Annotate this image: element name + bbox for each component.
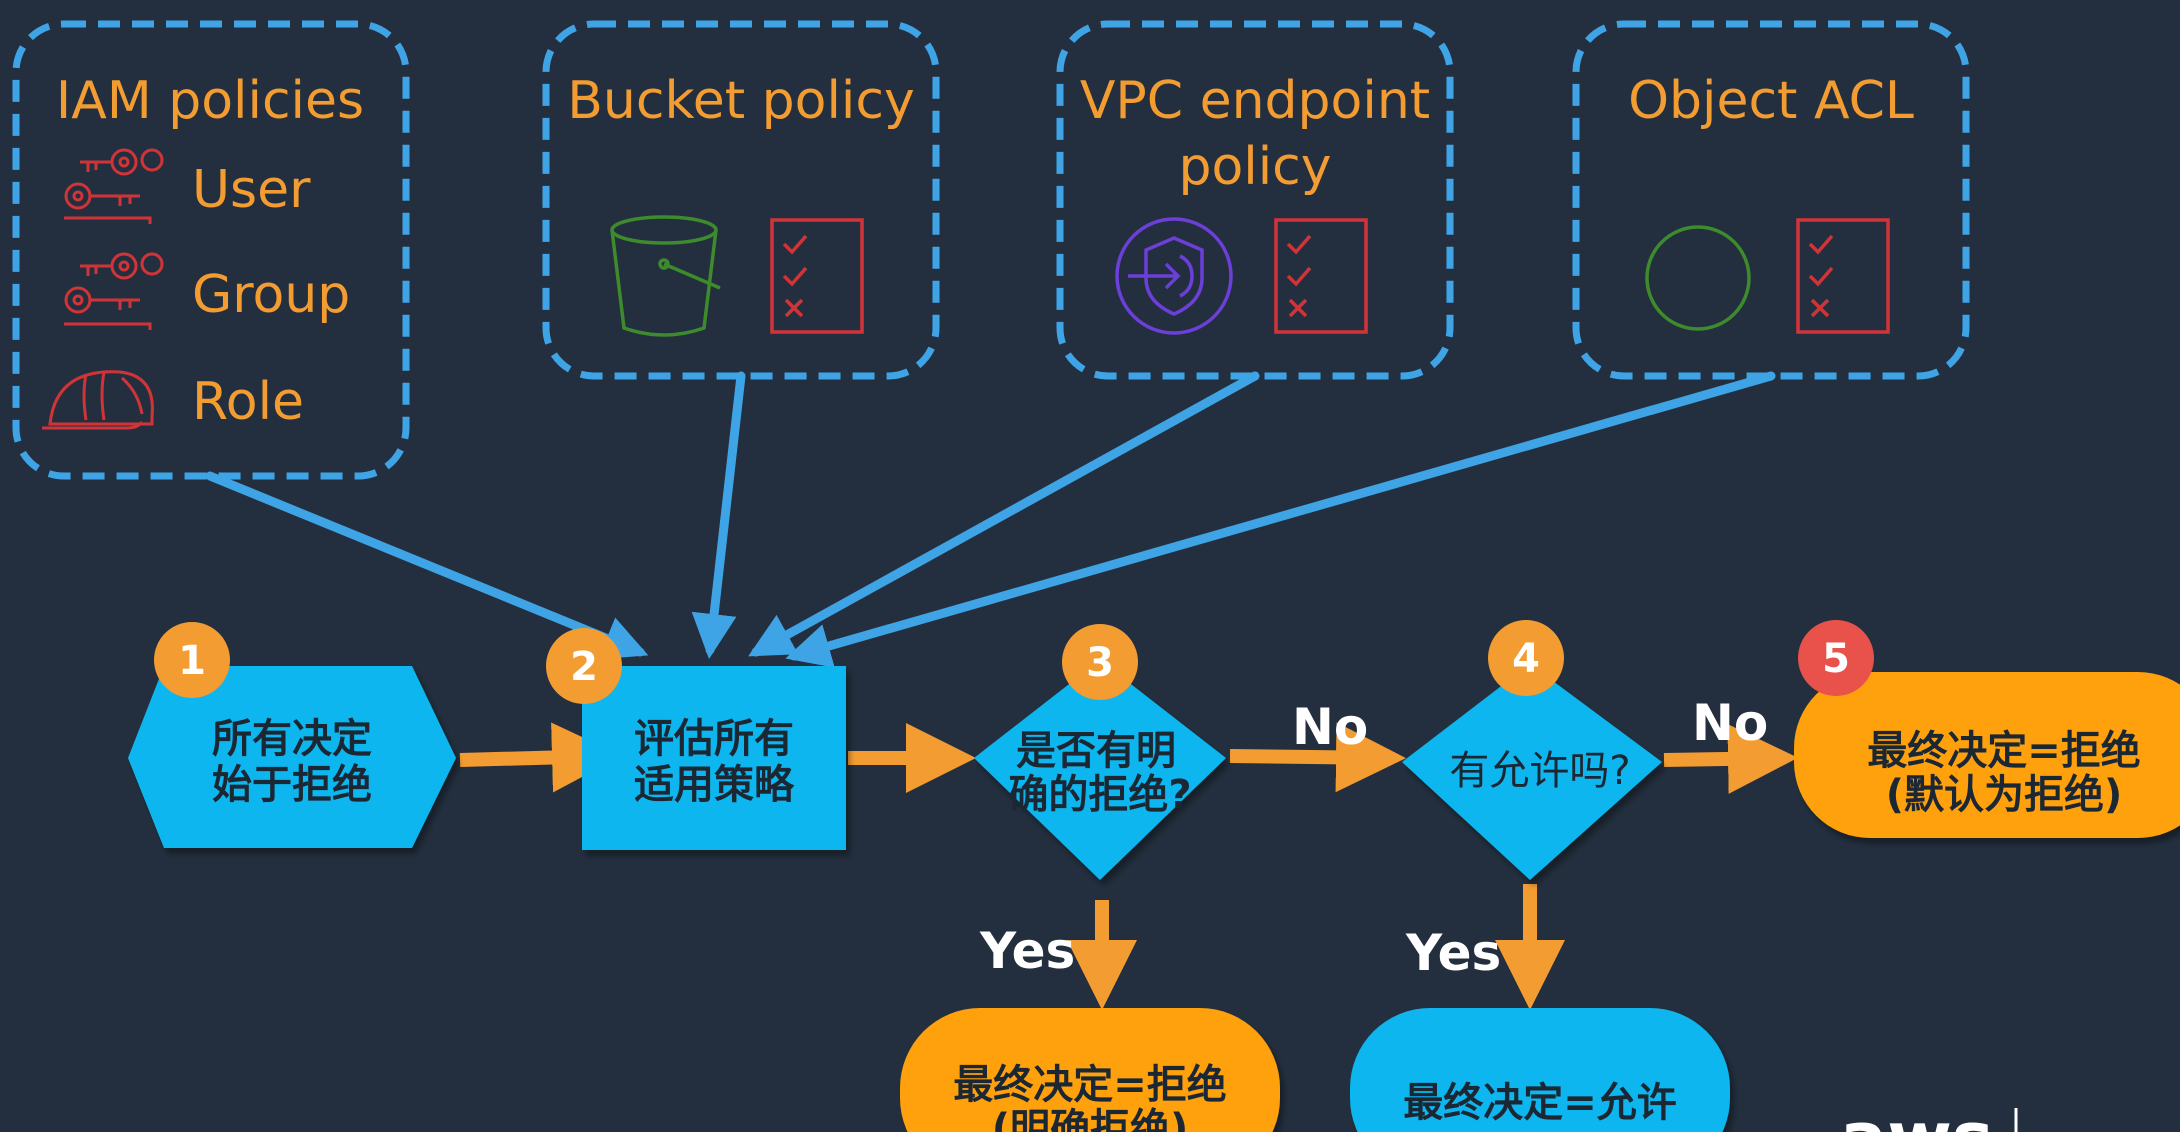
object-circle-icon	[1645, 225, 1751, 331]
explicit-deny-outcome-node: 最终决定=拒绝 (明确拒绝)	[900, 1008, 1280, 1132]
checklist-icon	[1796, 218, 1890, 334]
yes-label-step3: Yes	[979, 922, 1075, 980]
group-keys-icon	[64, 252, 164, 330]
object-acl-box: Object ACL	[1572, 20, 1970, 380]
bucket-policy-title: Bucket policy	[567, 71, 914, 131]
step2-badge: 2	[546, 628, 622, 704]
svg-text:1: 1	[178, 638, 206, 684]
step1-text-line2: 始于拒绝	[212, 762, 372, 808]
step3-text-line2: 确的拒绝?	[1008, 772, 1191, 818]
step5-badge: 5	[1798, 620, 1874, 696]
no-label-step4: No	[1692, 694, 1768, 752]
step1-start-node: 所有决定 始于拒绝	[128, 666, 456, 848]
step3-to-step4-arrow	[1229, 722, 1406, 793]
svg-text:3: 3	[1086, 640, 1114, 686]
step4-to-step5-arrow	[1663, 723, 1798, 794]
bucket-to-evaluate-arrow	[691, 371, 746, 659]
iam-role-label: Role	[192, 372, 304, 432]
user-keys-icon	[64, 148, 164, 224]
step5-default-deny-node: 最终决定=拒绝 (默认为拒绝)	[1794, 672, 2180, 838]
iam-policies-box: IAM policies User Group Role	[12, 20, 410, 480]
vpc-policy-title-line1: VPC endpoint	[1080, 71, 1430, 131]
explicit-deny-text-line1: 最终决定=拒绝	[953, 1062, 1227, 1108]
allow-outcome-text: 最终决定=允许	[1403, 1080, 1677, 1126]
step3-text-line1: 是否有明	[1016, 728, 1176, 774]
step4-text: 有允许吗?	[1449, 748, 1630, 794]
aws-logo: aws	[1840, 1097, 2018, 1132]
svg-text:4: 4	[1512, 636, 1540, 682]
allow-outcome-node: 最终决定=允许	[1350, 1008, 1730, 1132]
checklist-icon	[770, 218, 864, 334]
step4-allow-decision: 有允许吗?	[1402, 664, 1662, 880]
step1-badge: 1	[154, 622, 230, 698]
bucket-policy-box: Bucket policy	[542, 20, 940, 380]
role-helmet-icon	[42, 370, 154, 430]
vpc-policy-title-line2: policy	[1178, 137, 1331, 197]
step5-text-line2: (默认为拒绝)	[1886, 772, 2123, 818]
iam-user-label: User	[192, 160, 311, 220]
vpc-endpoint-icon	[1115, 217, 1233, 335]
flow-arrows	[459, 722, 1798, 1010]
svg-text:2: 2	[570, 644, 598, 690]
iam-group-label: Group	[192, 265, 350, 325]
step1-text-line1: 所有决定	[212, 716, 372, 762]
vpc-to-evaluate-arrow	[748, 371, 1260, 657]
step3-explicit-deny-decision: 是否有明 确的拒绝?	[974, 660, 1226, 880]
step3-badge: 3	[1062, 624, 1138, 700]
checklist-icon	[1274, 218, 1368, 334]
step2-text-line1: 评估所有	[634, 716, 794, 762]
explicit-deny-text-line2: (明确拒绝)	[992, 1106, 1189, 1132]
object-acl-title: Object ACL	[1628, 71, 1914, 131]
iam-to-evaluate-arrow	[205, 471, 649, 660]
step5-text-line1: 最终决定=拒绝	[1867, 728, 2141, 774]
iam-policies-title: IAM policies	[56, 71, 364, 131]
step4-badge: 4	[1488, 620, 1564, 696]
step2-evaluate-node: 评估所有 适用策略	[582, 666, 846, 850]
policy-connectors	[205, 371, 1776, 668]
svg-text:aws: aws	[1840, 1097, 1994, 1132]
no-label-step3: No	[1292, 698, 1368, 756]
svg-text:5: 5	[1822, 636, 1850, 682]
bucket-icon	[610, 215, 721, 337]
vpc-endpoint-policy-box: VPC endpoint policy	[1056, 20, 1454, 380]
yes-label-step4: Yes	[1405, 924, 1501, 982]
acl-to-evaluate-arrow	[785, 371, 1776, 668]
step2-text-line2: 适用策略	[634, 762, 795, 808]
